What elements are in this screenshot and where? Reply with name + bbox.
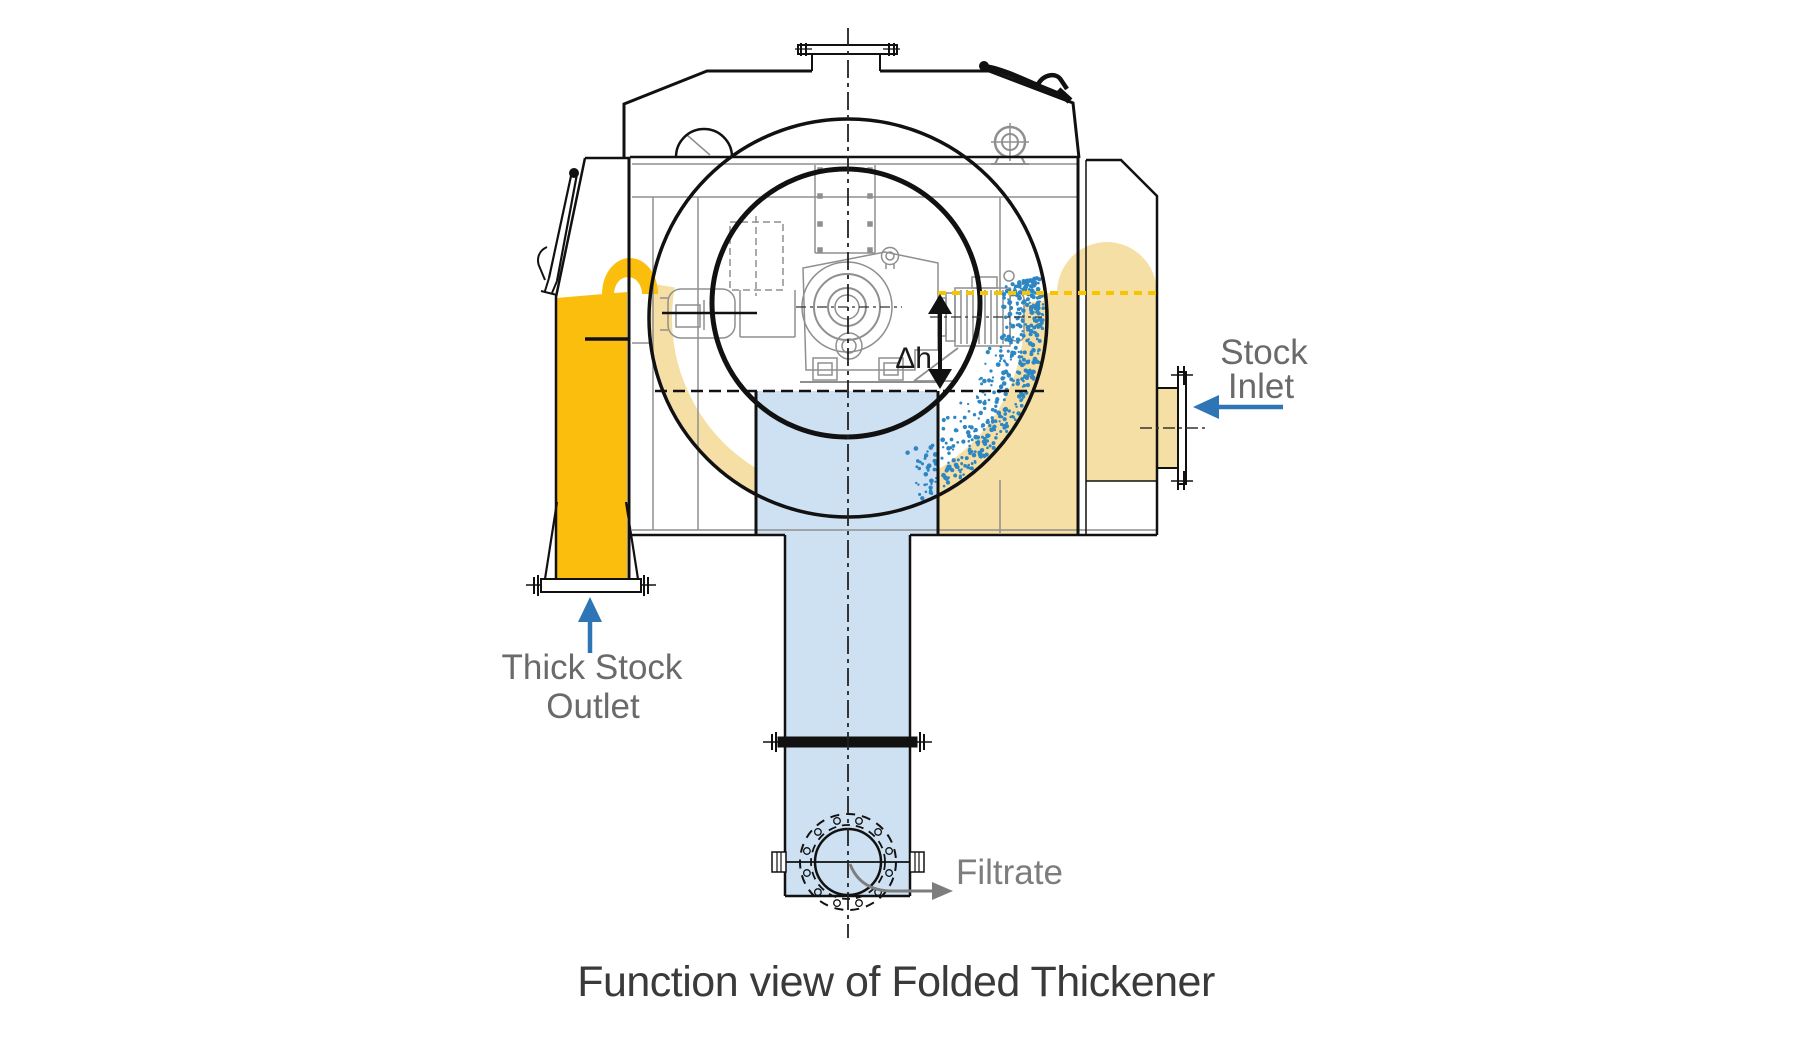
outlet-column-fill: [556, 292, 627, 586]
diagram-title: Function view of Folded Thickener: [577, 958, 1215, 1006]
diagram-labels: Stock Inlet Thick Stock Outlet Filtrate …: [502, 333, 1309, 1006]
thick-stock-regions: [556, 258, 658, 586]
stock-inlet-arrow: [1193, 395, 1283, 419]
delta-h-arrow-down: [928, 369, 952, 389]
filtrate-label: Filtrate: [956, 853, 1063, 892]
flange-bolt-circle: [802, 816, 894, 908]
spray-dots: [905, 276, 1045, 501]
duct-box: [729, 216, 784, 296]
stock-inlet-label-line2: Inlet: [1228, 367, 1294, 406]
side-door-actuator: [537, 168, 579, 296]
thick-stock-outlet-label-line1: Thick Stock: [502, 648, 683, 687]
hood-outline: [622, 69, 1081, 159]
stock-inlet-label-line1: Stock: [1220, 333, 1308, 372]
hood-lever: [979, 61, 1073, 104]
filtrate-box-fill: [756, 391, 938, 535]
thick-stock-outlet-label-line2: Outlet: [546, 687, 640, 726]
thick-stock-outlet-arrow: [578, 597, 602, 653]
outlet-box: [526, 157, 656, 596]
flow-arrows: [578, 395, 1283, 900]
delta-h-label: Δh: [895, 342, 932, 375]
drum-inner-circle: [709, 166, 983, 440]
filtrate-leader-arrow: [848, 863, 953, 900]
delta-h-arrow-up: [928, 294, 952, 314]
housing-linework: [526, 28, 1208, 938]
delta-h-dimension: Δh: [895, 294, 952, 389]
inlet-chamber-fill: [1086, 293, 1157, 481]
inlet-chamber-outline: [1086, 158, 1159, 535]
roof-dome-chord: [686, 134, 711, 156]
roof-dome-arc: [674, 127, 734, 158]
inlet-mound-fill: [1057, 242, 1157, 293]
center-post: [814, 165, 876, 254]
